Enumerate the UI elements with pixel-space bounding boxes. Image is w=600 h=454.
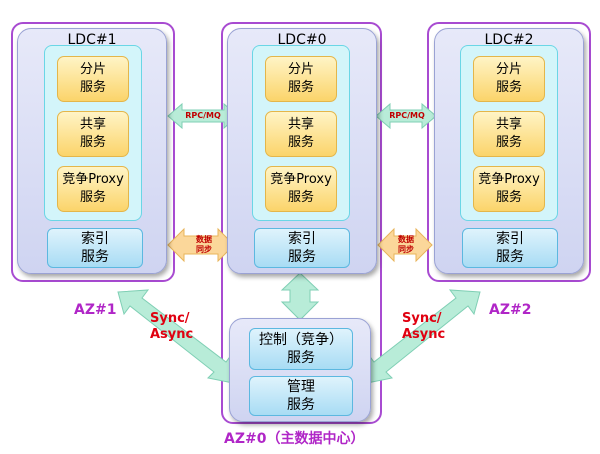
ldc0-share-service: 共享 服务 [265,111,337,157]
ldc1-proxy-service: 竞争Proxy 服务 [57,166,129,212]
control-service: 控制（竞争） 服务 [249,328,353,370]
manage-service: 管理 服务 [249,376,353,416]
ldc2-shard-service: 分片 服务 [473,56,545,102]
sync-label-left: Sync/ Async [150,311,194,342]
ldc2-title: LDC#2 [484,32,534,48]
ldc1-title: LDC#1 [67,32,117,48]
data-sync-label-right: 数据 同步 [398,235,414,254]
ldc0-proxy-service: 竞争Proxy 服务 [265,166,337,212]
az0-label: AZ#0（主数据中心） [224,431,365,447]
ldc0-index-service: 索引 服务 [254,228,350,268]
ldc2-index-service: 索引 服务 [462,228,558,268]
ldc0-shard-service: 分片 服务 [265,56,337,102]
data-sync-arrow-right [377,227,433,263]
rpc-label-left: RPC/MQ [185,111,221,120]
ldc2-proxy-service: 竞争Proxy 服务 [473,166,545,212]
ldc2-share-service: 共享 服务 [473,111,545,157]
ldc0-title: LDC#0 [277,32,327,48]
ldc1-index-service: 索引 服务 [47,228,143,268]
vertical-arrow-center [280,272,320,321]
az1-label: AZ#1 [74,302,117,318]
ldc1-share-service: 共享 服务 [57,111,129,157]
data-sync-label-left: 数据 同步 [196,235,212,254]
sync-label-right: Sync/ Async [402,311,446,342]
ldc1-shard-service: 分片 服务 [57,56,129,102]
az2-label: AZ#2 [489,302,532,318]
rpc-label-right: RPC/MQ [389,111,425,120]
